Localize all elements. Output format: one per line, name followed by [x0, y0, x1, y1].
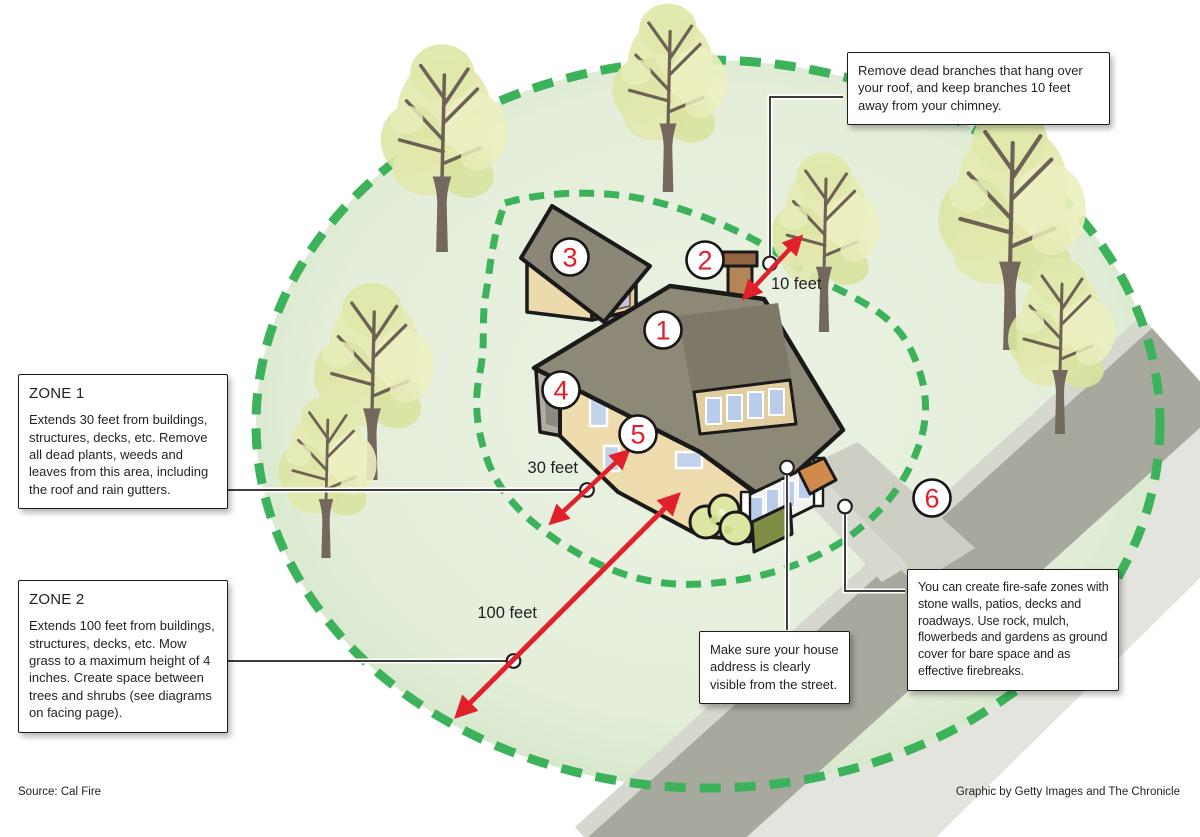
byline-credit: Graphic by Getty Images and The Chronicl…	[955, 786, 1180, 798]
planter	[750, 502, 794, 554]
callout-address: Make sure your house address is clearly …	[699, 631, 850, 705]
leader-branches	[769, 96, 843, 256]
zone2-title: ZONE 2	[29, 591, 85, 608]
numbered-markers: 1 2 3 4 5 6	[541, 237, 952, 518]
label-100-feet: 100 feet	[477, 604, 537, 622]
marker-1: 1	[643, 310, 683, 350]
callout-remove-branches-text: Remove dead branches that hang over your…	[858, 63, 1083, 113]
zone1-body: Extends 30 feet from buildings, structur…	[29, 412, 209, 497]
marker-6: 6	[912, 478, 952, 518]
label-10-feet: 10 feet	[771, 275, 822, 293]
callout-address-text: Make sure your house address is clearly …	[710, 642, 839, 692]
steps	[796, 456, 838, 496]
road-surface	[588, 328, 1200, 837]
zone2-body: Extends 100 feet from buildings, structu…	[29, 618, 215, 721]
svg-text:1: 1	[655, 316, 670, 346]
marker-2: 2	[685, 240, 725, 280]
svg-text:4: 4	[553, 376, 568, 406]
svg-text:2: 2	[697, 246, 712, 276]
dormer-windows	[705, 388, 785, 425]
label-30-feet: 30 feet	[528, 459, 579, 477]
callout-zone2: ZONE 2 Extends 100 feet from buildings, …	[18, 580, 228, 733]
leader-node	[837, 498, 853, 515]
callout-remove-branches: Remove dead branches that hang over your…	[847, 52, 1110, 126]
callout-firesafe-text: You can create fire-safe zones with ston…	[918, 580, 1109, 678]
leader-firesafe	[844, 514, 905, 592]
svg-text:5: 5	[630, 420, 645, 450]
arrow-100-feet	[454, 492, 681, 719]
distance-arrows	[454, 234, 804, 719]
callout-zone1: ZONE 1 Extends 30 feet from buildings, s…	[18, 374, 228, 510]
arrow-10-feet	[741, 234, 804, 301]
dormer-roof	[678, 303, 792, 392]
marker-5: 5	[618, 414, 658, 454]
zone1-title: ZONE 1	[29, 385, 85, 402]
marker-4: 4	[541, 370, 581, 410]
svg-text:3: 3	[562, 243, 577, 273]
source-credit: Source: Cal Fire	[18, 786, 102, 798]
leader-node	[779, 459, 795, 476]
callout-firesafe: You can create fire-safe zones with ston…	[907, 569, 1119, 691]
marker-3: 3	[550, 237, 590, 277]
bush	[688, 493, 754, 546]
sidewalk	[575, 316, 1152, 837]
svg-text:6: 6	[924, 484, 939, 514]
driveway	[800, 442, 975, 585]
